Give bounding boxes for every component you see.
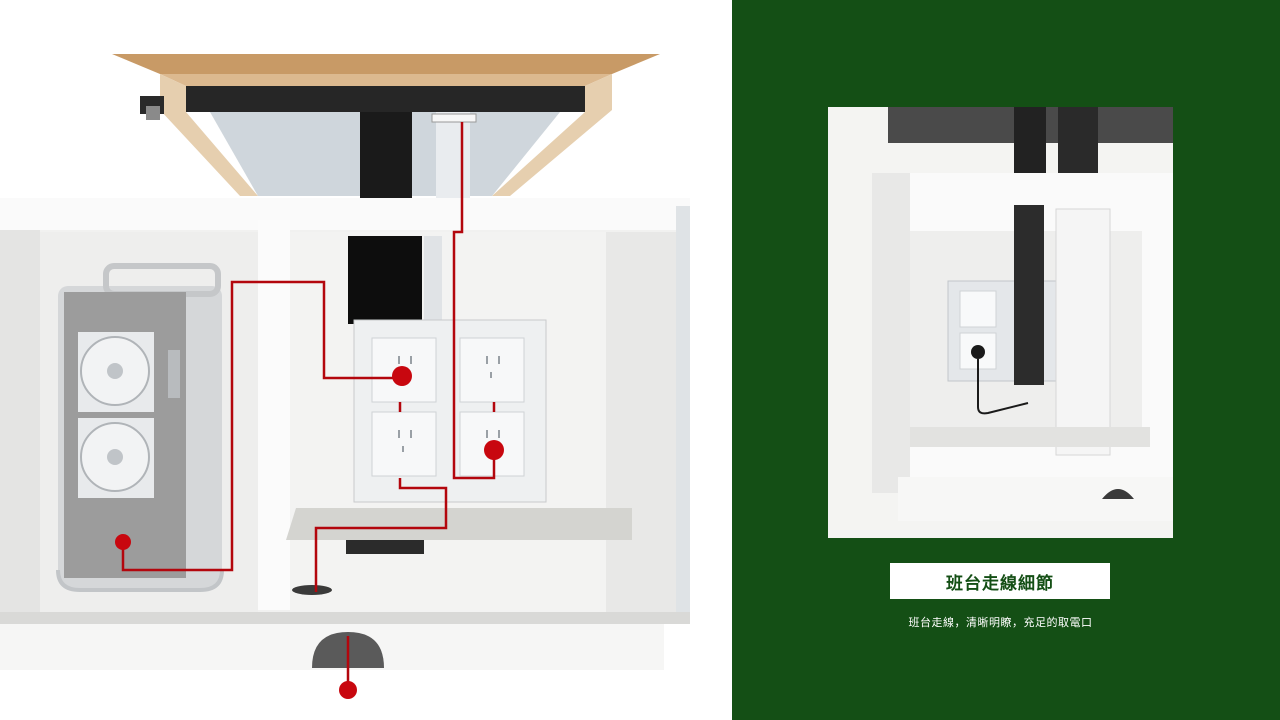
- desk-cutaway-render: [0, 54, 690, 699]
- fan-hub: [107, 363, 123, 379]
- cabinet-shelf: [910, 427, 1150, 447]
- cabinet-side-left: [0, 230, 40, 612]
- tower-feet: [56, 569, 224, 592]
- desk-frame-bar: [186, 86, 585, 112]
- lifting-column: [360, 112, 412, 200]
- tower-port: [168, 350, 180, 398]
- plinth-cable-arch: [1102, 489, 1134, 499]
- desk-leg-left: [160, 74, 258, 196]
- cable-plug-markers: [115, 366, 504, 699]
- detail-title: 班台走線細節: [946, 573, 1054, 594]
- socket-outlet: [371, 411, 437, 477]
- lifting-column: [1014, 107, 1046, 179]
- socket-outlet: [459, 337, 525, 403]
- cabinet-bottom-rail: [0, 612, 690, 624]
- chain-inner: [424, 236, 442, 324]
- lifting-column-second: [1058, 107, 1098, 179]
- desk-top-wood: [112, 54, 660, 74]
- detail-panel: 班台走線細節 班台走線，清晰明瞭，充足的取電口: [732, 0, 1280, 720]
- right-compartment-wall: [606, 232, 676, 612]
- cabinet-top-board: [0, 198, 690, 230]
- column-inner: [348, 236, 422, 324]
- power-cord: [977, 359, 1029, 415]
- cable-chain: [436, 112, 470, 200]
- cable-management-illustration: [0, 54, 690, 699]
- cable-chain: [1055, 208, 1111, 456]
- fan-hub: [107, 449, 123, 465]
- detail-title-box: 班台走線細節: [890, 563, 1110, 599]
- detail-subtitle: 班台走線，清晰明瞭，充足的取電口: [908, 616, 1093, 629]
- cabinet-side: [872, 173, 910, 493]
- detail-photo: [828, 107, 1173, 538]
- desk-top-edge: [160, 74, 612, 86]
- cabinet-side-right: [676, 206, 690, 616]
- column-foot: [346, 540, 424, 554]
- cabinet-divider: [258, 220, 290, 610]
- grommet-top: [431, 113, 477, 123]
- floor-grommet: [292, 585, 332, 595]
- clamp-bracket: [146, 106, 160, 120]
- plug-icon: [971, 345, 985, 359]
- desk-leg-right: [492, 74, 612, 196]
- column-inner: [1014, 205, 1044, 385]
- shelf-board: [286, 508, 632, 540]
- cabinet-closeup-render: [828, 107, 1173, 538]
- socket-outlet: [959, 290, 997, 328]
